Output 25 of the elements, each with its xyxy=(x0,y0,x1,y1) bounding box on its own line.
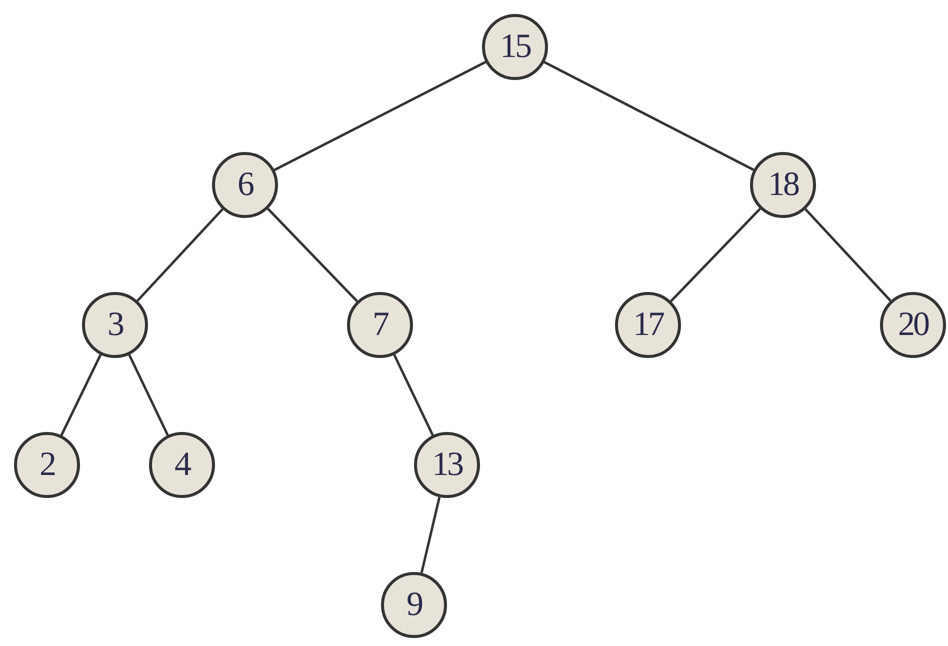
tree-node-circle xyxy=(82,292,148,358)
node-key: 15 xyxy=(500,28,530,66)
node-key: 3 xyxy=(108,306,122,344)
tree-edge xyxy=(267,208,358,302)
node-key: 9 xyxy=(406,586,422,624)
node-key: 6 xyxy=(238,166,252,204)
tree-edge xyxy=(274,60,486,172)
tree-edge xyxy=(128,354,169,436)
tree-edge xyxy=(60,354,102,436)
node-key: 18 xyxy=(768,166,798,204)
tree-edge xyxy=(670,208,761,302)
node-key: 7 xyxy=(372,306,388,344)
node-key: 2 xyxy=(40,446,54,484)
tree-edge xyxy=(136,208,224,302)
tree-edge xyxy=(544,61,754,171)
node-key: 20 xyxy=(898,306,928,344)
node-key: 4 xyxy=(174,446,190,484)
tree-edge xyxy=(804,208,892,302)
node-key: 17 xyxy=(633,306,663,344)
tree-edge xyxy=(393,354,434,436)
tree-edge xyxy=(420,496,441,574)
tree-node-circle xyxy=(750,152,816,218)
node-key: 13 xyxy=(432,446,462,484)
tree-node-circle xyxy=(212,152,278,218)
tree-node-circle xyxy=(347,292,413,358)
